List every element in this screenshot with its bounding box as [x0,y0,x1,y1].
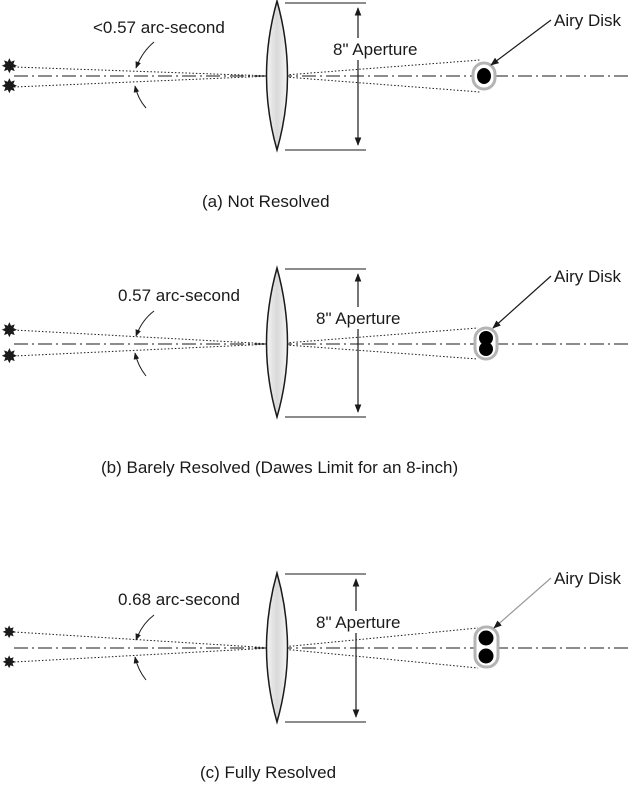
star-ray-lower [13,75,273,88]
star-icon: ✸ [2,653,16,673]
angle-pointer-lower [133,352,147,377]
aperture-label: 8" Aperture [333,40,417,59]
angle-pointer-lower [133,656,147,681]
panel-a: ✸ ✸ 8" Aperture <0.57 arc-second Airy Di… [1,0,632,211]
airy-disk-label: Airy Disk [554,11,622,30]
lens [265,265,289,420]
star-ray-upper [13,66,273,77]
panel-caption: (a) Not Resolved [202,192,330,211]
star-icon: ✸ [1,344,18,368]
panel-c: ✸ ✸ 8" Aperture 0.68 arc-second Airy Dis… [2,569,632,782]
angle-label: 0.68 arc-second [118,590,240,609]
star-icon: ✸ [2,623,16,643]
airy-disk [471,61,497,91]
angle-pointer-upper [135,614,155,641]
angle-label: <0.57 arc-second [93,18,225,37]
panel-caption: (c) Fully Resolved [200,763,336,782]
converging-ray-lower [271,75,481,93]
star-icon: ✸ [1,54,18,78]
angle-pointer-lower [133,85,147,109]
star-ray-lower [13,647,273,663]
converging-ray-lower [271,647,479,669]
star-ray-upper [13,631,273,649]
panel-caption: (b) Barely Resolved (Dawes Limit for an … [101,458,458,477]
star-ray-upper [13,329,273,345]
lens [265,0,289,153]
star-ray-lower [13,343,273,357]
converging-ray-lower [271,343,479,360]
converging-ray-upper [271,627,479,649]
airy-disk-pointer [490,19,552,66]
airy-disk [473,625,500,669]
angle-pointer-upper [135,310,155,337]
airy-disk [473,326,499,361]
converging-ray-upper [271,327,479,345]
aperture-label: 8" Aperture [316,309,400,328]
angle-pointer-upper [135,41,155,69]
angle-label: 0.57 arc-second [118,286,240,305]
airy-disk-label: Airy Disk [554,267,622,286]
airy-disk-label: Airy Disk [554,569,622,588]
aperture-label: 8" Aperture [316,613,400,632]
star-icon: ✸ [1,318,18,342]
panel-b: ✸ ✸ 8" Aperture 0.57 arc-second Airy Dis… [1,265,632,477]
converging-ray-upper [271,59,481,77]
airy-disk-pointer [493,577,552,629]
airy-disk-pointer [492,275,552,329]
star-icon: ✸ [1,74,18,98]
lens [265,570,289,725]
